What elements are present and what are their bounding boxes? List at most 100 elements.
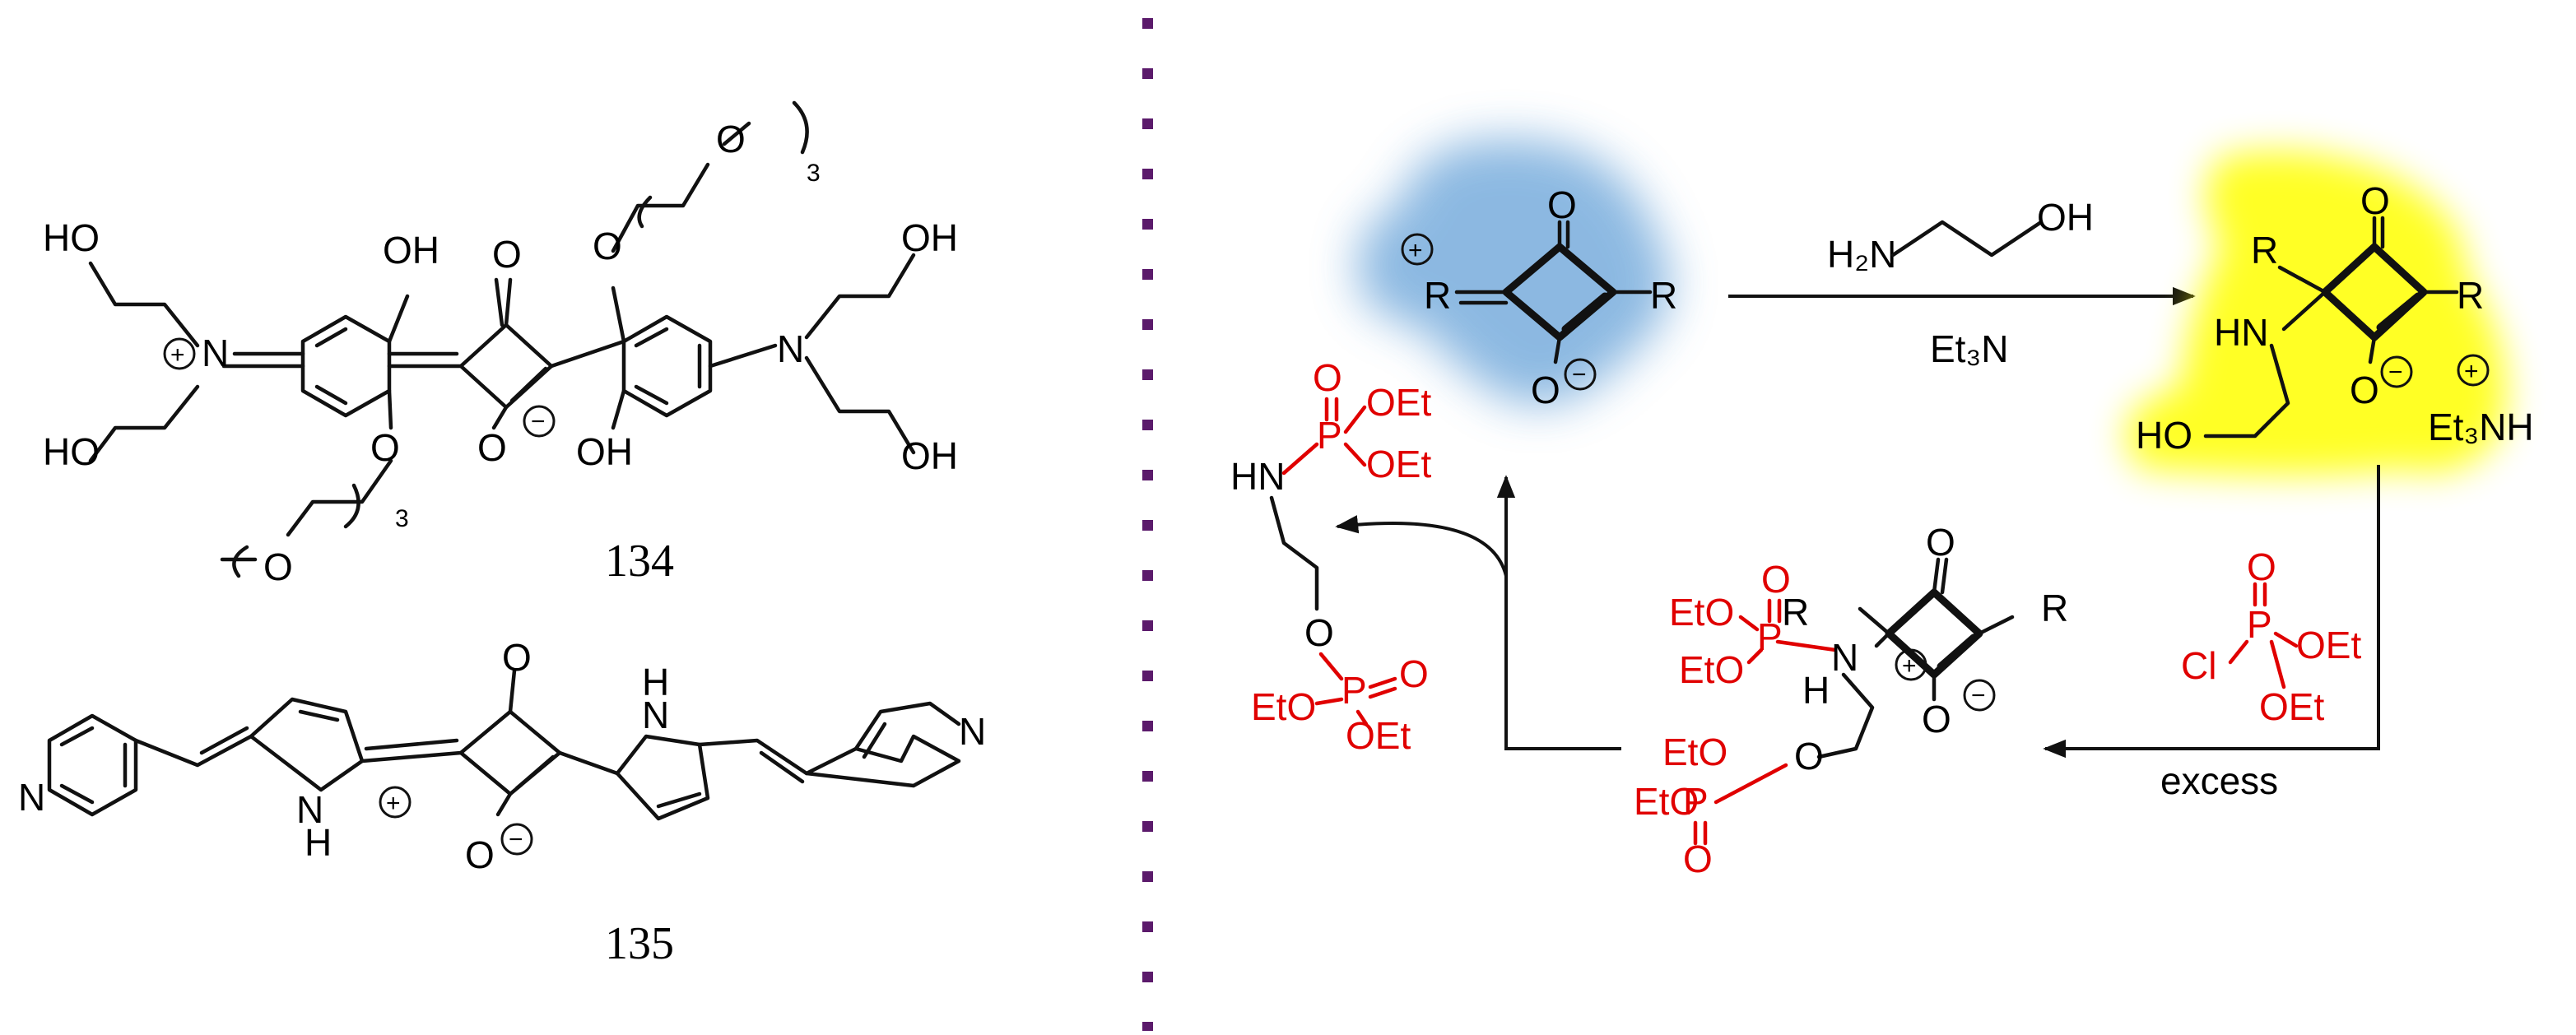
charge-plus: +: [170, 341, 185, 369]
squaraine-start: O R R O + −: [1357, 139, 1677, 411]
compound-label-134: 134: [605, 536, 674, 587]
divider-dot: [1142, 671, 1153, 681]
atom-o: O: [2360, 179, 2390, 222]
atom-p: P: [1341, 669, 1367, 712]
charge-plus-icon: [2457, 354, 2490, 387]
divider-dot: [1142, 1022, 1153, 1033]
divider-dot: [1142, 319, 1153, 330]
reagent-oet: OEt: [2296, 624, 2361, 666]
atom-o: O: [1304, 611, 1334, 654]
blue-highlight: [1357, 139, 1671, 406]
divider-dot: [1142, 620, 1153, 631]
atom-ho: HO: [43, 216, 100, 259]
charge-plus-icon: [379, 786, 412, 819]
atom-r: R: [1650, 274, 1677, 317]
atom-h: H: [305, 821, 332, 864]
atom-ho: HO: [43, 430, 100, 473]
released-byproduct: HN P O OEt OEt O P O EtO OEt: [1230, 356, 1431, 757]
step-2: Cl P O OEt OEt excess: [2043, 465, 2380, 802]
atom-eto: EtO: [1251, 685, 1316, 728]
reagent-base: Et₃N: [1930, 327, 2008, 370]
divider-dot: [1142, 871, 1153, 882]
atom-oh: OH: [2037, 196, 2094, 239]
atom-r: R: [2457, 274, 2484, 317]
atom-o: O: [1313, 356, 1342, 399]
divider-dot: [1142, 821, 1153, 832]
atom-r: R: [2251, 229, 2278, 272]
charge-minus: −: [1572, 361, 1587, 388]
atom-ho: HO: [2136, 414, 2192, 457]
atom-o: O: [1794, 735, 1824, 777]
atom-o-minus: O: [1531, 369, 1560, 411]
charge-minus-icon: [1963, 679, 1996, 712]
atom-eto: EtO: [1662, 731, 1727, 773]
atom-p: P: [1317, 414, 1342, 457]
compound-label-135: 135: [605, 918, 674, 969]
atom-o-minus: O: [2350, 369, 2379, 411]
charge-plus: +: [1408, 237, 1423, 264]
repeat-3: 3: [807, 160, 821, 187]
adduct-intermediate: O R R HN O − HO Et₃NH +: [2126, 151, 2534, 476]
atom-n: N: [642, 694, 669, 736]
reagent-excess: excess: [2160, 759, 2278, 802]
charge-plus-icon: [1401, 233, 1434, 266]
atom-o: O: [1926, 521, 1955, 564]
divider-dot: [1142, 18, 1153, 29]
reagent-p: P: [2247, 603, 2272, 646]
charge-minus-icon: [523, 405, 556, 438]
charge-minus: −: [1971, 682, 1986, 709]
divider-dot: [1142, 169, 1153, 179]
reagent-o: O: [2247, 545, 2276, 588]
atom-n: N: [296, 788, 323, 831]
atom-oh: OH: [901, 216, 958, 259]
divider-dot: [1142, 921, 1153, 932]
atom-eto: EtO: [1679, 648, 1744, 691]
atom-oh: OH: [383, 229, 439, 272]
atom-r: R: [1782, 591, 1809, 634]
atom-o: O: [1761, 558, 1791, 601]
atom-o-minus: O: [465, 833, 495, 876]
atom-oet: OEt: [1346, 714, 1411, 757]
atom-h: H: [1802, 669, 1830, 712]
divider-dot: [1142, 219, 1153, 230]
charge-plus-icon: [163, 337, 196, 370]
atom-n: N: [18, 776, 45, 819]
atom-o: O: [593, 225, 622, 267]
charge-minus-icon: [2380, 355, 2413, 388]
atom-h: H: [642, 661, 669, 703]
atom-eto: EtO: [1669, 591, 1734, 634]
yellow-highlight: [2126, 151, 2506, 476]
atom-r: R: [1424, 274, 1451, 317]
atom-n: N: [959, 710, 986, 753]
atom-o: O: [263, 545, 293, 588]
divider-dot: [1142, 118, 1153, 129]
atom-o-minus: O: [1922, 698, 1951, 740]
charge-plus: +: [386, 790, 401, 817]
divider-dot: [1142, 420, 1153, 430]
atom-oet: OEt: [1366, 381, 1431, 424]
atom-oet: OEt: [1366, 443, 1431, 485]
atom-oh: OH: [901, 434, 958, 477]
charge-minus-icon: [500, 823, 533, 856]
atom-n: N: [1831, 636, 1858, 679]
divider-dot: [1142, 721, 1153, 731]
compound-135: N N H + O O − N H N 135: [18, 636, 986, 969]
reagent-amine: H₂N: [1827, 233, 1896, 276]
divider-dot: [1142, 570, 1153, 581]
charge-plus: +: [2464, 358, 2479, 385]
atom-o: O: [1683, 838, 1713, 880]
atom-oh: OH: [576, 430, 633, 473]
atom-r: R: [2041, 587, 2068, 629]
counterion: Et₃NH: [2428, 406, 2534, 448]
charge-minus: −: [531, 408, 546, 435]
atom-o: O: [1547, 183, 1577, 226]
charge-minus: −: [509, 826, 523, 853]
atom-hn: HN: [2214, 311, 2268, 354]
atom-n: N: [777, 327, 804, 370]
step-3: [1335, 475, 1621, 750]
atom-o: O: [370, 426, 400, 469]
divider-dot: [1142, 68, 1153, 79]
atom-o: O: [716, 118, 746, 160]
